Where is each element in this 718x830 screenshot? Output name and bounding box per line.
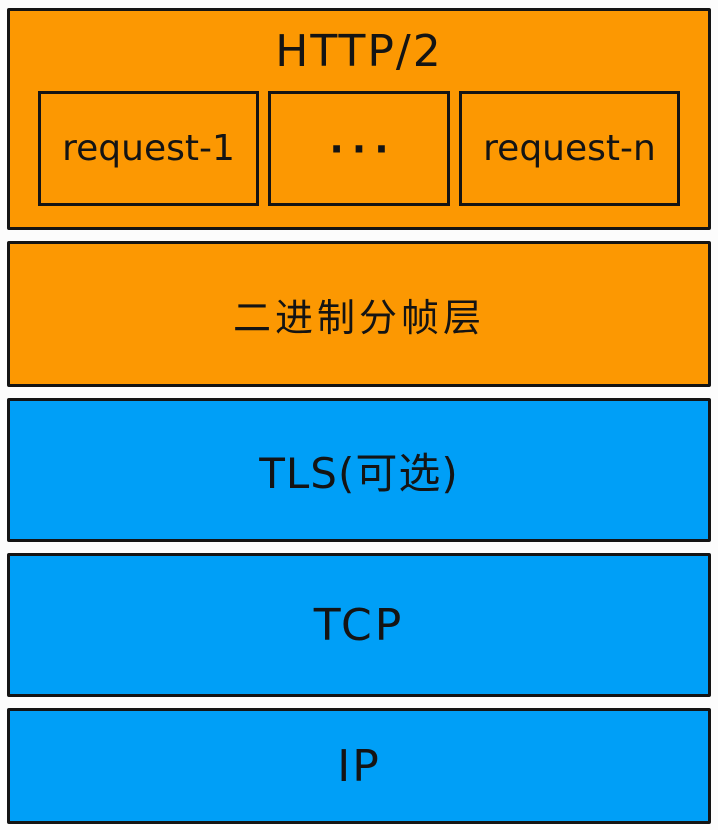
request-n-box: request-n	[459, 91, 681, 206]
layer-tcp: TCP	[7, 553, 711, 697]
layer-http2: HTTP/2 request-1 ··· request-n	[7, 8, 711, 230]
http2-layer-title: HTTP/2	[275, 25, 443, 77]
layer-tls: TLS(可选)	[7, 398, 711, 542]
layer-ip: IP	[7, 708, 711, 824]
request-row: request-1 ··· request-n	[38, 91, 681, 206]
request-1-box: request-1	[38, 91, 260, 206]
requests-ellipsis-box: ···	[268, 91, 450, 206]
layer-binary-framing: 二进制分帧层	[7, 241, 711, 387]
